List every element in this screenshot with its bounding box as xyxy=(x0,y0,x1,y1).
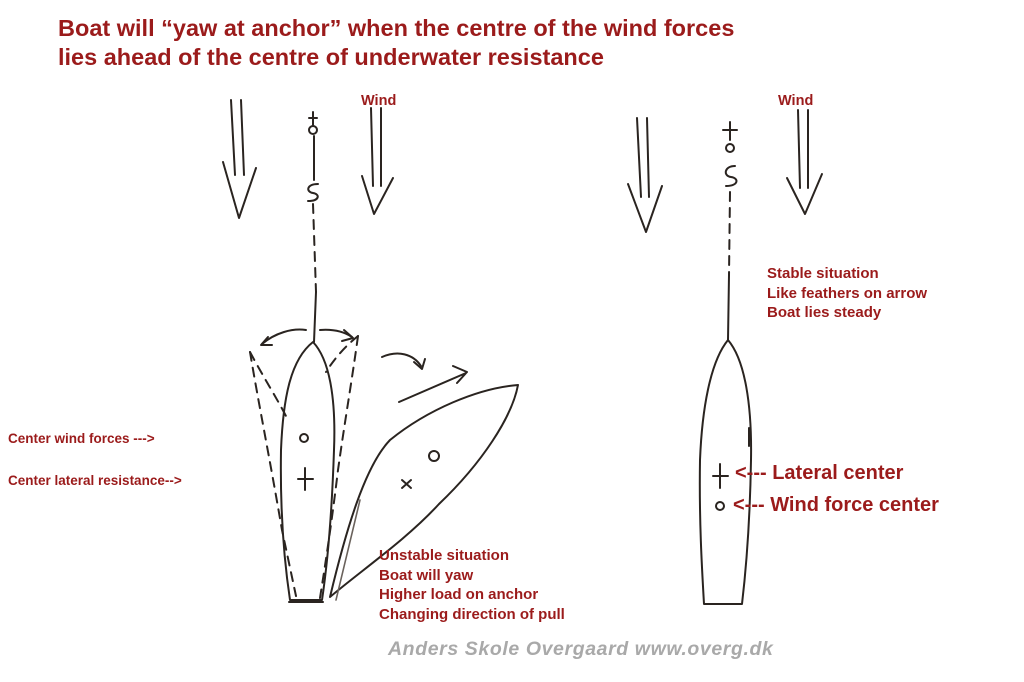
left-wind-label: Wind xyxy=(361,93,397,109)
left-anchor-rode-dashed xyxy=(312,203,317,293)
right-anchor-icon xyxy=(722,121,738,153)
note-line: Like feathers on arrow xyxy=(767,284,928,302)
yawing-boat-lateral-center-mark xyxy=(401,479,412,489)
right-lateral-center-mark xyxy=(712,463,729,489)
yaw-curve-arrowhead xyxy=(413,358,426,370)
left-wind-center-mark xyxy=(299,433,309,443)
right-wind-arrow-1 xyxy=(627,117,663,233)
right-chain-link-icon xyxy=(724,165,738,187)
right-anchor-rode-solid xyxy=(727,274,730,341)
title-line-2: lies ahead of the centre of underwater r… xyxy=(58,44,604,70)
right-wind-center-mark xyxy=(715,501,725,511)
note-line: Boat will yaw xyxy=(379,566,474,584)
right-wind-label: Wind xyxy=(778,93,814,109)
right-anchor-rode-dashed xyxy=(728,191,731,276)
note-line: Unstable situation xyxy=(379,547,510,564)
center-wind-forces-label: Center wind forces ---> xyxy=(8,431,155,446)
note-line: Boat lies steady xyxy=(767,304,882,321)
left-anchor-rode-solid xyxy=(313,291,317,343)
left-lateral-center-mark xyxy=(297,467,314,491)
yawing-boat-wind-center-mark xyxy=(428,450,440,462)
note-line: Stable situation xyxy=(767,265,879,282)
unstable-situation-notes: Unstable situation Boat will yaw Higher … xyxy=(379,546,565,624)
yaw-direction-arrow xyxy=(398,365,468,403)
yaw-curve-arrow xyxy=(381,352,422,367)
diagram-title: Boat will “yaw at anchor” when the centr… xyxy=(58,14,734,72)
left-chain-link-icon xyxy=(307,183,319,202)
left-boat-hull xyxy=(279,341,336,601)
left-wind-arrow-2 xyxy=(361,107,394,215)
yawing-boat-stern-edge xyxy=(335,499,361,601)
left-swing-arrowhead-right xyxy=(341,329,354,342)
note-line: Higher load on anchor xyxy=(379,586,539,603)
stable-situation-notes: Stable situation Like feathers on arrow … xyxy=(767,264,927,323)
note-line: Changing direction of pull xyxy=(379,605,565,623)
left-anchor-icon xyxy=(308,111,318,135)
left-wind-arrow-1 xyxy=(222,99,257,219)
title-line-1: Boat will “yaw at anchor” when the centr… xyxy=(58,15,735,41)
center-lateral-resistance-label: Center lateral resistance--> xyxy=(8,473,182,488)
lateral-center-label: <--- Lateral center xyxy=(735,462,904,484)
footer-watermark: Anders Skole Overgaard www.overg.dk xyxy=(388,638,774,660)
wind-force-center-label: <--- Wind force center xyxy=(733,494,939,516)
left-ghost-hull-left xyxy=(249,351,297,597)
left-ghost-hull-right xyxy=(319,335,359,599)
left-swing-arrowhead-left xyxy=(260,336,273,346)
yawing-boat-hull xyxy=(329,384,519,598)
left-ghost-hull-left-bow xyxy=(249,351,289,421)
left-ghost-hull-right-bow xyxy=(325,335,359,373)
right-boat-hull xyxy=(698,339,753,605)
right-wind-arrow-2 xyxy=(786,109,823,215)
